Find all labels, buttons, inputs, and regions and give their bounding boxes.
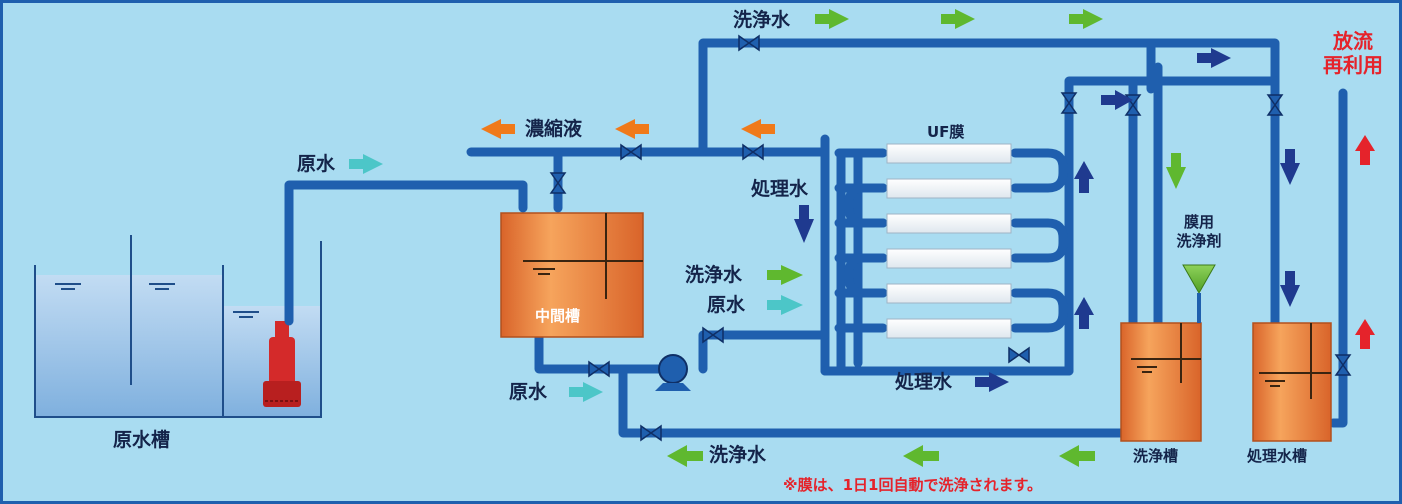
valves [549,34,1352,442]
flow-label-concentrate: 濃縮液 [525,118,583,140]
wash-tank-body [1120,264,1216,442]
discharge-label: 放流 [1333,29,1373,53]
circulation-pump [655,354,691,391]
flow-arrow-wash-right [815,9,849,29]
flow-label-raw-water: 原水 [297,153,336,175]
flow-label-wash-water-return: 洗浄水 [709,444,767,466]
flow-label-wash-water-top: 洗浄水 [733,9,791,31]
flow-label-treated-water-bottom: 処理水 [895,371,953,393]
flow-arrow-concentrate-left [481,119,515,139]
treated-water-tank-label: 処理水槽 [1247,447,1308,465]
submersible-pump [263,321,301,407]
flow-label-wash-water-feed: 洗浄水 [685,264,743,286]
flow-arrow-wash-left [1059,445,1095,467]
uf-membrane-label: UF膜 [927,123,965,141]
intermediate-tank-label: 中間槽 [535,307,581,325]
flow-arrow-treated-up [1074,161,1094,193]
flow-label-raw-water-pump: 原水 [509,381,548,403]
flow-arrow-treated-right [975,372,1009,392]
wash-tank-label: 洗浄槽 [1133,447,1179,465]
chemical-label-line1: 膜用 [1183,213,1214,231]
flow-arrow-wash-right [941,9,975,29]
treated-water-tank-body [1252,322,1332,442]
diagram-canvas [34,9,1375,467]
flow-arrow-discharge-up [1355,319,1375,349]
flow-arrow-wash-left [667,445,703,467]
intermediate-tank-body [500,212,644,338]
flow-arrows [349,9,1375,467]
uf-membrane-modules [886,143,1012,339]
flow-arrow-treated-down [794,205,814,243]
flow-arrow-concentrate-left [615,119,649,139]
chemical-label: 膜用 洗浄剤 [1167,215,1231,249]
flow-arrow-raw-right [569,382,603,402]
flow-arrow-raw-right [349,154,383,174]
flow-arrow-treated-down [1280,271,1300,307]
flow-label-treated-water-left: 処理水 [751,178,809,200]
discharge-reuse-label: 放流 再利用 [1305,29,1399,77]
flow-arrow-treated-right [1101,90,1133,110]
flow-arrow-discharge-up [1355,135,1375,165]
flow-arrow-treated-down [1280,149,1300,185]
flow-arrow-treated-up [1074,297,1094,329]
flow-arrow-treated-right [1197,48,1231,68]
reuse-label: 再利用 [1323,53,1383,77]
flow-arrow-wash-down [1166,153,1186,189]
flow-arrow-wash-right [1069,9,1103,29]
flow-arrow-wash-left [903,445,939,467]
raw-water-tank-label: 原水槽 [113,429,171,451]
flow-arrow-wash-right [767,265,803,285]
flow-arrow-concentrate-left [741,119,775,139]
flow-arrow-raw-right [767,295,803,315]
chemical-label-line2: 洗浄剤 [1176,232,1222,250]
cleaning-note: ※膜は、1日1回自動で洗浄されます。 [783,476,1042,494]
flow-label-raw-water-feed: 原水 [707,294,746,316]
